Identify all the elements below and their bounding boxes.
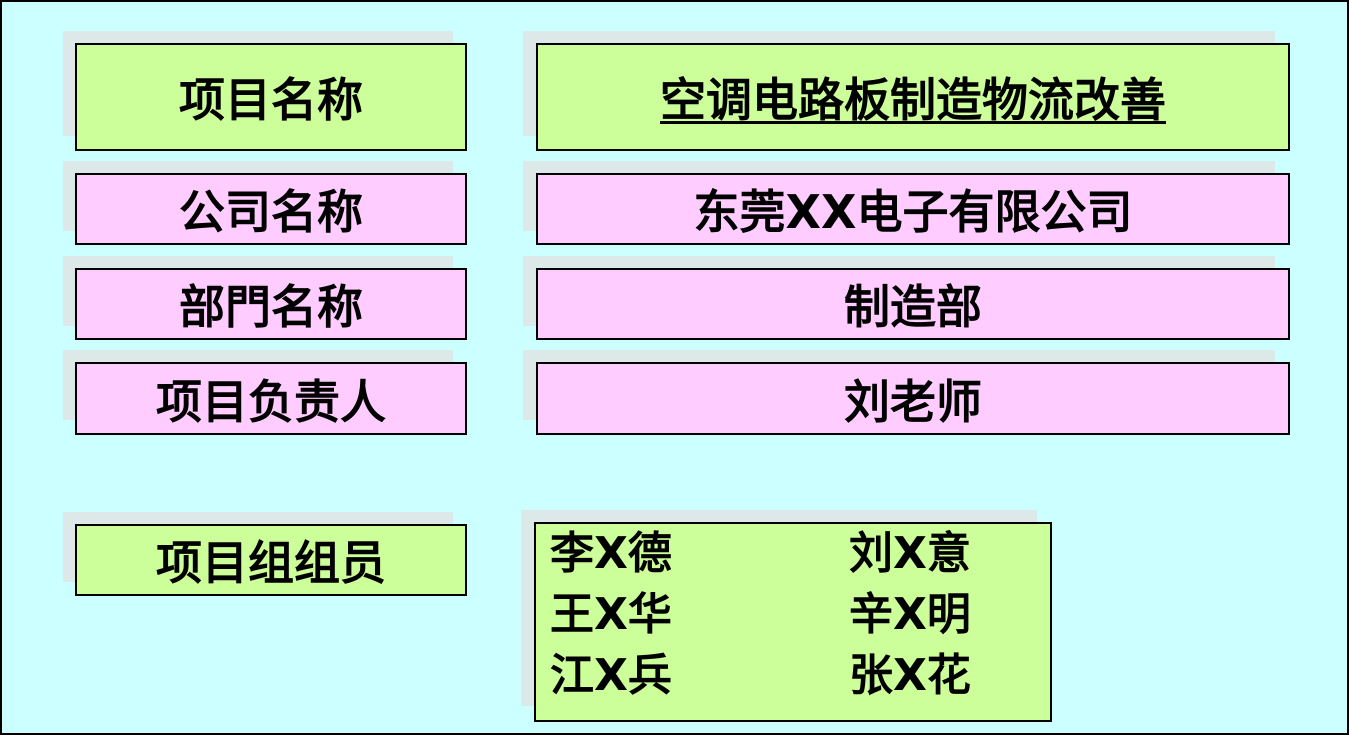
project-name-value: 空调电路板制造物流改善 <box>660 73 1166 127</box>
project-leader-value: 刘老师 <box>536 362 1290 435</box>
team-member: 王X华 <box>550 589 672 640</box>
project-leader-label: 项目负责人 <box>75 362 467 435</box>
team-member: 辛X明 <box>849 589 971 640</box>
department-name-label: 部門名称 <box>75 268 467 340</box>
team-member: 李X德 <box>550 528 672 579</box>
company-name-value: 东莞XX电子有限公司 <box>536 173 1290 245</box>
team-member: 刘X意 <box>849 528 971 579</box>
team-member: 江X兵 <box>550 650 672 701</box>
team-members-box: 李X德 刘X意 王X华 辛X明 江X兵 张X花 <box>534 522 1052 722</box>
project-name-label: 项目名称 <box>75 43 467 151</box>
project-name-value-box: 空调电路板制造物流改善 <box>536 43 1290 151</box>
team-member: 张X花 <box>849 650 971 701</box>
team-members-label: 项目组组员 <box>75 524 467 596</box>
department-name-value: 制造部 <box>536 268 1290 340</box>
company-name-label: 公司名称 <box>75 173 467 245</box>
